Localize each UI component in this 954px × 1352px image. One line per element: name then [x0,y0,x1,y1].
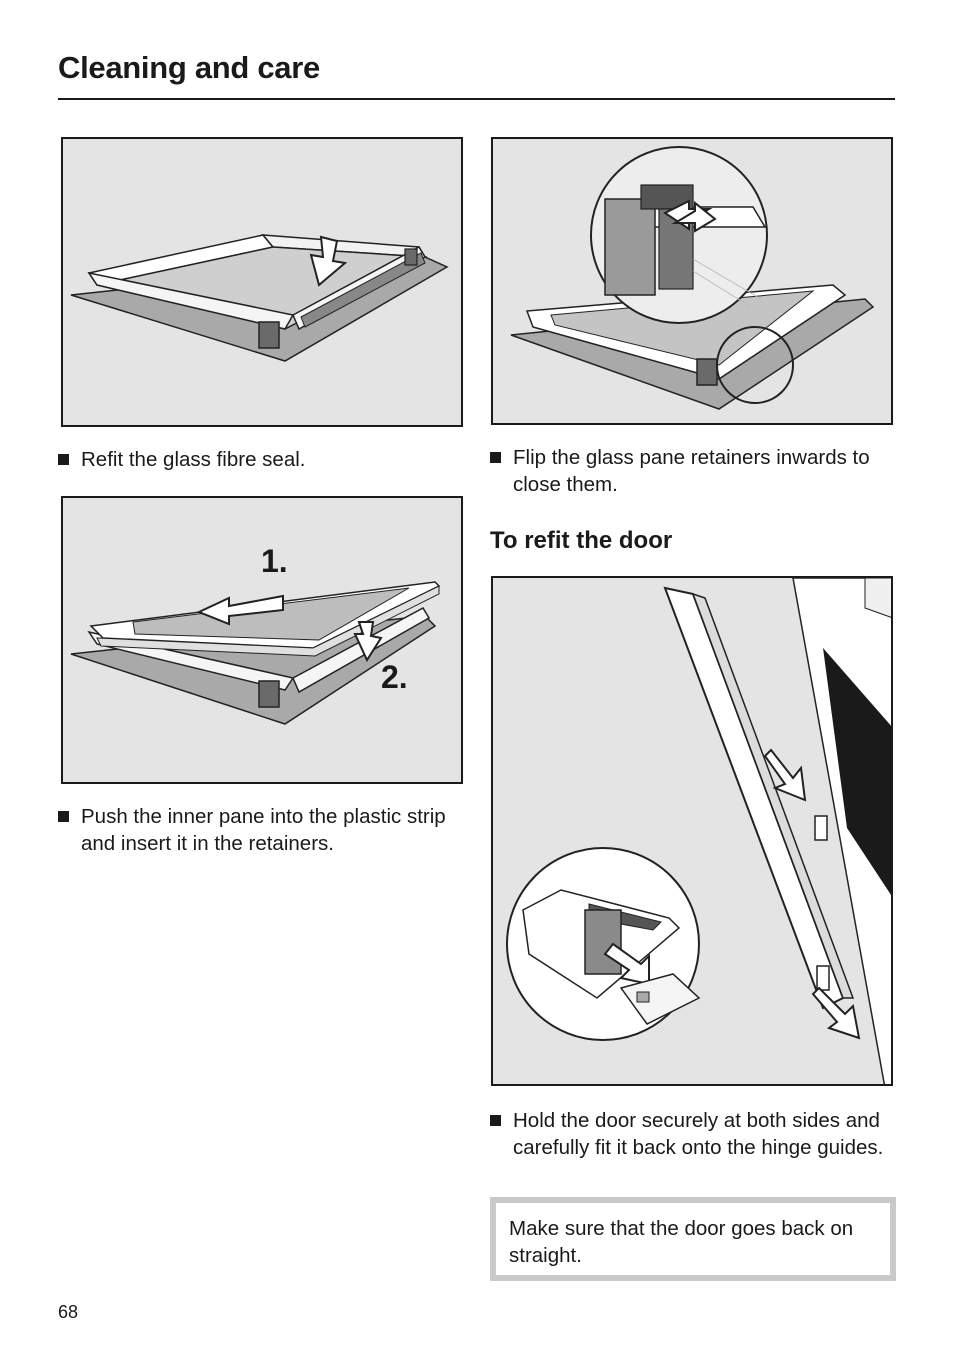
step-one-label: 1. [261,543,288,579]
note-box: Make sure that the door goes back on str… [490,1197,896,1281]
title-rule [58,98,895,100]
step-flip-retainers: Flip the glass pane retainers inwards to… [490,444,923,498]
step-two-label: 2. [381,659,408,695]
section-heading: To refit the door [490,527,673,554]
bullet-square-icon [58,811,69,822]
seal-figure [61,137,463,427]
step-hold-door: Hold the door securely at both sides and… [490,1107,925,1161]
glass-pane-retainers-illustration [510,146,875,410]
step-refit-seal: Refit the glass fibre seal. [58,446,481,473]
step-refit-seal-text: Refit the glass fibre seal. [81,448,306,471]
note-text: Make sure that the door goes back on str… [509,1217,854,1267]
page-title: Cleaning and care [58,50,320,85]
step-push-pane-text: Push the inner pane into the plastic str… [81,805,446,855]
step-hold-door-text: Hold the door securely at both sides and… [513,1109,884,1159]
door-figure [491,576,893,1086]
page-number: 68 [58,1302,79,1322]
inner-pane-illustration: 1. 2. [70,543,441,725]
door-hinge-illustration [506,578,891,1084]
bullet-square-icon [58,454,69,465]
retainers-figure [491,137,893,425]
step-push-pane: Push the inner pane into the plastic str… [58,803,481,857]
bullet-square-icon [490,452,501,463]
bullet-square-icon [490,1115,501,1126]
pane-figure: 1. 2. [61,496,463,784]
step-flip-retainers-text: Flip the glass pane retainers inwards to… [513,446,870,496]
glass-fibre-seal-illustration [70,234,449,362]
